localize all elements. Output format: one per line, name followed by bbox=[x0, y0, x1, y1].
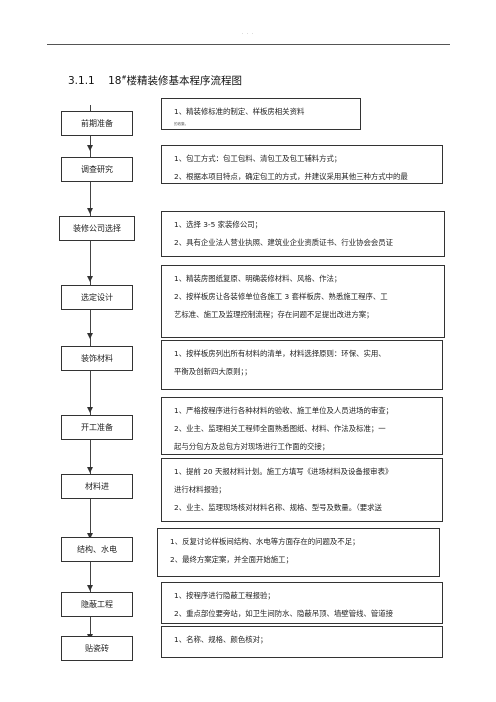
detail-line: 艺标准、施工及监理控制流程；存在问题不足提出改进方案； bbox=[174, 310, 374, 319]
stage-contractor-selection: 装修公司选择 bbox=[59, 216, 135, 241]
flow-arrow bbox=[87, 208, 93, 214]
detail-tiling: 1、名称、规格、颜色核对； bbox=[161, 626, 443, 658]
detail-line: 2、按样板房让各装修单位各施工 3 套样板房、熟悉施工程序、工 bbox=[174, 292, 388, 301]
flow-arrow bbox=[87, 467, 93, 473]
flow-arrow bbox=[87, 333, 93, 339]
flow-arrow bbox=[87, 407, 93, 413]
detail-line: 1、按程序进行隐蔽工程报验； bbox=[174, 591, 275, 600]
detail-line: 2、根据本项目特点，确定包工的方式，并建议采用其他三种方式中的最 bbox=[174, 172, 408, 181]
flow-connector-line bbox=[90, 105, 91, 645]
stage-decoration-materials: 装饰材料 bbox=[61, 346, 133, 371]
page-header-dots: . . . bbox=[241, 30, 255, 36]
detail-line: 起与分包方及总包方对现场进行工作面的交接； bbox=[174, 442, 330, 451]
detail-line: 进行材料报验； bbox=[174, 485, 226, 494]
stage-construction-prep: 开工准备 bbox=[61, 415, 133, 440]
detail-material-entry: 1、提前 20 天报材料计划。施工方填写《进场材料及设备报审表》 进行材料报验；… bbox=[161, 458, 443, 522]
stage-preparation: 前期准备 bbox=[61, 111, 133, 136]
detail-decoration-materials: 1、按样板房列出所有材料的清单，材料选择原则：环保、实用、 平衡及创新四大原则；… bbox=[161, 340, 443, 390]
detail-line: 1、名称、规格、颜色核对； bbox=[174, 635, 268, 644]
detail-construction-prep: 1、严格按程序进行各种材料的验收、施工单位及人员进场的审查； 2、业主、监理相关… bbox=[161, 397, 443, 455]
detail-structure-plumbing-electric: 1、反复讨论样板间结构、水电等方面存在的问题及不足； 2、最终方案定案，并全面开… bbox=[157, 528, 440, 577]
section-title-sup: # bbox=[121, 74, 127, 82]
detail-line: 2、重点部位要旁站，如卫生间防水、隐蔽吊顶、墙壁管线、管道接 bbox=[174, 609, 394, 618]
stage-structure-plumbing-electric: 结构、水电 bbox=[61, 537, 133, 562]
flow-arrow bbox=[87, 145, 93, 151]
detail-line: 2、业主、监理现场核对材料名称、规格、型号及数量。（要求送 bbox=[174, 503, 382, 512]
detail-line: 2、业主、监理相关工程师全面熟悉图纸、材料、作法及标准；一 bbox=[174, 424, 386, 433]
detail-design-selection: 1、精装房图纸复原、明确装修材料、风格、作法； 2、按样板房让各装修单位各施工 … bbox=[161, 265, 445, 338]
stage-tiling: 贴瓷砖 bbox=[61, 636, 133, 661]
stage-design-selection: 选定设计 bbox=[61, 285, 133, 310]
detail-line: 1、严格按程序进行各种材料的验收、施工单位及人员进场的审查； bbox=[174, 406, 394, 415]
detail-line: 平衡及创新四大原则；； bbox=[174, 367, 252, 376]
detail-concealed-works: 1、按程序进行隐蔽工程报验； 2、重点部位要旁站，如卫生间防水、隐蔽吊顶、墙壁管… bbox=[161, 582, 443, 624]
stage-material-entry: 材料进 bbox=[61, 474, 133, 499]
section-title-building: 18 bbox=[108, 75, 122, 87]
detail-line: 2、具有企业法人营业执照、建筑业企业资质证书、行业协会会员证 bbox=[174, 238, 394, 247]
section-number: 3.1.1 bbox=[68, 75, 95, 87]
flow-arrow bbox=[87, 585, 93, 591]
stage-research: 调查研究 bbox=[61, 157, 133, 182]
detail-contractor-selection: 1、选择 3-5 家装修公司； 2、具有企业法人营业执照、建筑业企业资质证书、行… bbox=[161, 211, 445, 257]
detail-line: 1、提前 20 天报材料计划。施工方填写《进场材料及设备报审表》 bbox=[174, 467, 393, 476]
section-title: 3.1.1 18#楼精装修基本程序流程图 bbox=[68, 73, 242, 88]
flow-arrow bbox=[87, 533, 93, 539]
detail-line: 1、精装房图纸复原、明确装修材料、风格、作法； bbox=[174, 274, 342, 283]
detail-line: 1、反复讨论样板间结构、水电等方面存在的问题及不足； bbox=[170, 537, 360, 546]
stage-concealed-works: 隐蔽工程 bbox=[61, 592, 133, 617]
detail-line: 1、包工方式：包工包料、清包工及包工辅料方式； bbox=[174, 154, 342, 163]
detail-line: 的收集。 bbox=[174, 122, 189, 126]
detail-research: 1、包工方式：包工包料、清包工及包工辅料方式； 2、根据本项目特点，确定包工的方… bbox=[161, 145, 443, 184]
detail-preparation: 1、精装修标准的制定、样板房相关资料 的收集。 bbox=[161, 98, 361, 130]
detail-line: 2、最终方案定案，并全面开始施工； bbox=[170, 555, 293, 564]
header-rule bbox=[47, 44, 450, 45]
flow-arrow bbox=[87, 276, 93, 282]
section-title-text: 楼精装修基本程序流程图 bbox=[126, 75, 242, 87]
detail-line: 1、按样板房列出所有材料的清单，材料选择原则：环保、实用、 bbox=[174, 349, 386, 358]
detail-line: 1、精装修标准的制定、样板房相关资料 bbox=[174, 107, 305, 116]
detail-line: 1、选择 3-5 家装修公司； bbox=[174, 220, 262, 229]
